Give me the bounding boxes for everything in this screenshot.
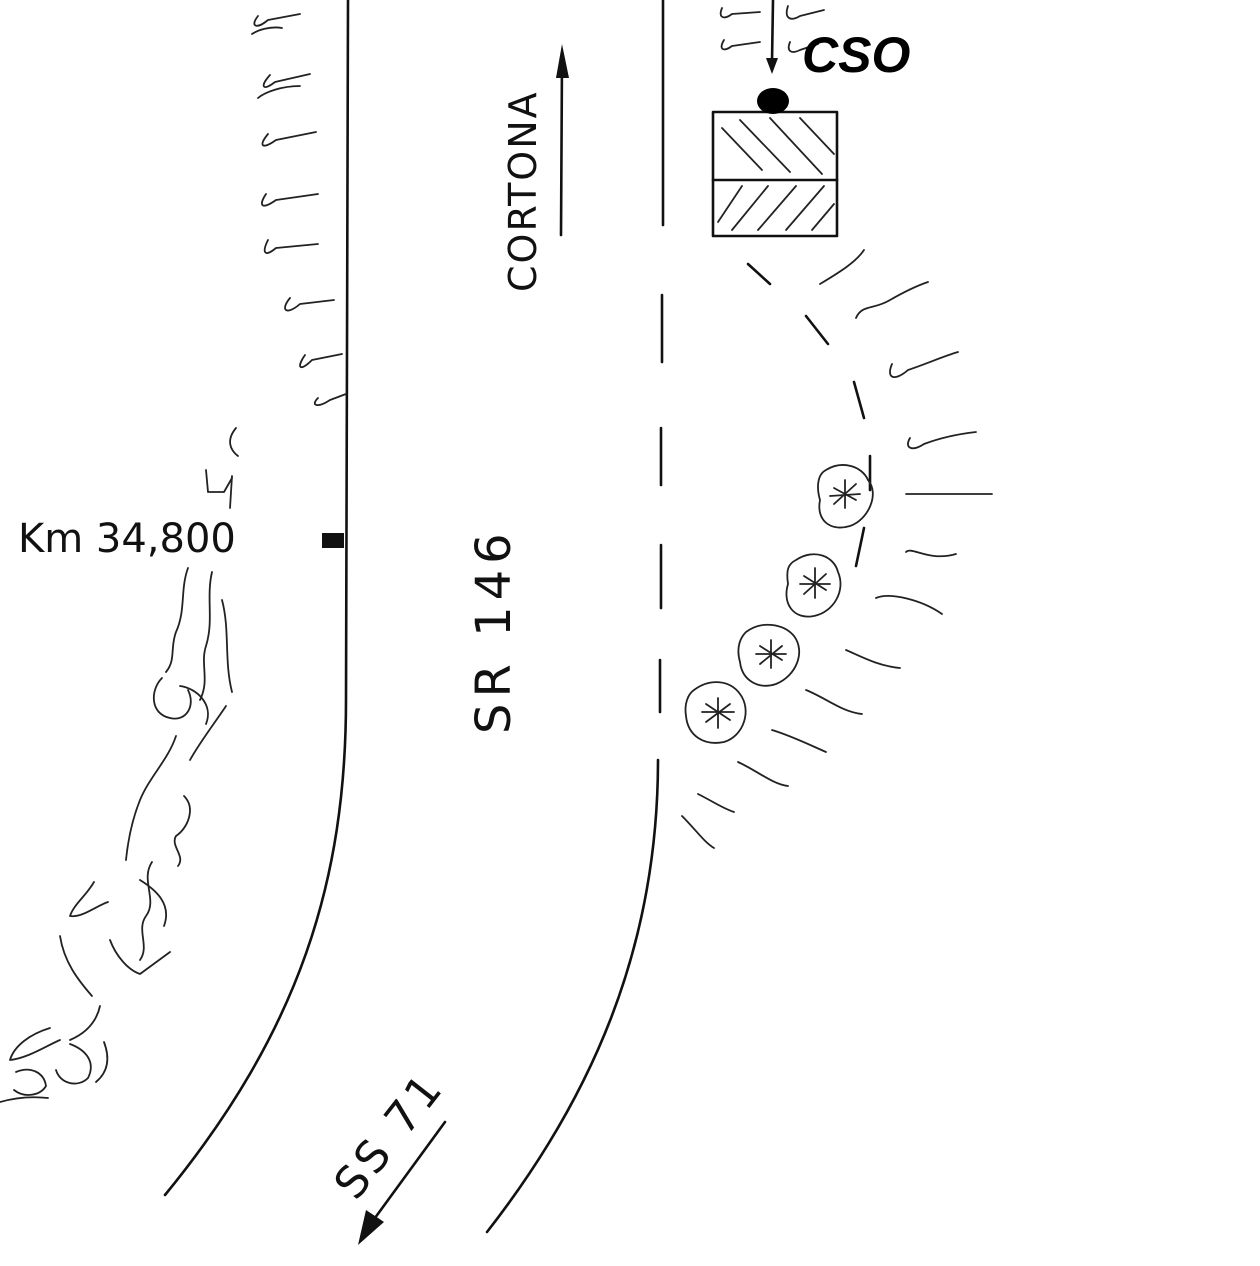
direction-arrow-southwest (358, 1120, 447, 1245)
dashed-lane-line (658, 293, 664, 714)
km-marker-post (322, 533, 344, 548)
verge-grass-left (251, 13, 347, 406)
arrow-to-cso (766, 0, 778, 74)
road-right-edge-curve (485, 758, 660, 1234)
cso-point-marker (757, 88, 789, 114)
shrubs (684, 464, 874, 744)
road-left-edge (163, 0, 350, 1197)
vegetation-left (0, 567, 233, 1103)
direction-arrow-north (556, 44, 569, 237)
road-name-label: SR 146 (466, 527, 522, 734)
trajectory-dashed-curve (746, 262, 872, 568)
vehicle-box (711, 110, 839, 238)
cso-station-label: CSO (802, 27, 911, 83)
verge-grass-right (681, 249, 993, 849)
grass-near-cso (719, 5, 825, 53)
kilometer-marker-label: Km 34,800 (18, 516, 236, 562)
direction-label-cortona: CORTONA (501, 90, 545, 292)
ground-marks (205, 427, 239, 509)
